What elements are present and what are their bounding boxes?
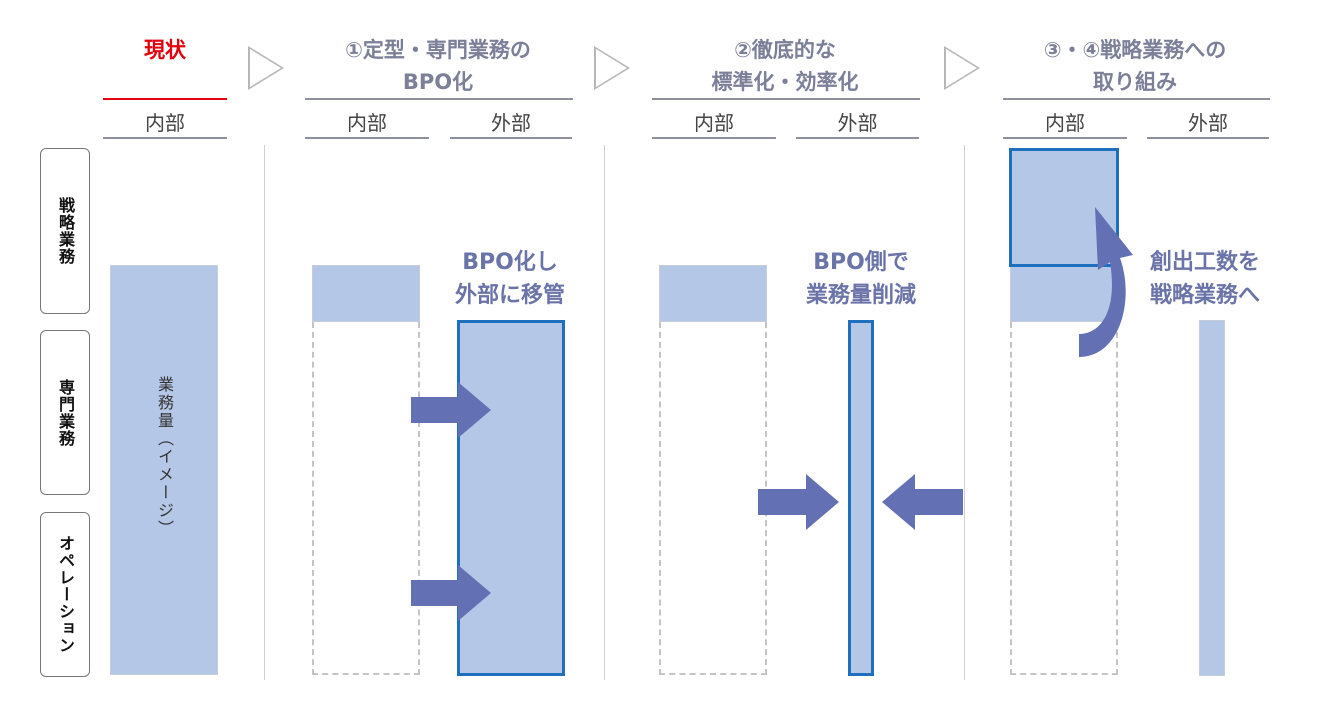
bpo-internal-remaining-block (312, 265, 420, 322)
chevron-right-icon (944, 46, 980, 90)
col-header-external: 外部 (1188, 111, 1228, 135)
stage-title-current: 現状 (144, 38, 186, 62)
strategy-internal-outline (1010, 322, 1118, 675)
bpo-reduce-note: BPO側で 業務量削減 (776, 246, 946, 312)
stage-underline-standardize (652, 98, 920, 100)
row-label-operation: オペレーション (40, 512, 90, 677)
stage-underline-current (103, 98, 227, 100)
stage-title-standardize: ②徹底的な 標準化・効率化 (650, 34, 920, 98)
stage-title-strategy-line1: ③・④戦略業務への (1043, 38, 1227, 62)
col-header-internal: 内部 (694, 111, 734, 135)
standardize-external-block (848, 320, 874, 676)
current-volume-block (110, 265, 218, 675)
row-label-strategy: 戦略業務 (40, 148, 90, 314)
col-header-line (652, 137, 776, 139)
col-header-internal: 内部 (1045, 111, 1085, 135)
stage-title-strategy-line2: 取り組み (1093, 70, 1177, 94)
strategy-note: 創出工数を 戦略業務へ (1125, 246, 1285, 312)
bpo-internal-moved-outline (312, 322, 420, 675)
arrow-right-icon (758, 474, 839, 530)
arrow-right-icon (411, 382, 491, 438)
curved-arrow-up-icon (1079, 207, 1133, 357)
col-header-external: 外部 (491, 111, 531, 135)
bpo-move-note: BPO化し 外部に移管 (425, 246, 595, 312)
volume-label: 業務量（イメージ） (155, 376, 174, 538)
standardize-internal-block (659, 265, 767, 322)
bpo-move-note-line2: 外部に移管 (454, 283, 565, 308)
strategy-note-line1: 創出工数を (1149, 250, 1260, 275)
chevron-right-icon (248, 46, 284, 90)
stage-title-standardize-line1: ②徹底的な (734, 38, 836, 62)
col-header-internal: 内部 (347, 111, 387, 135)
stage-divider (264, 145, 265, 680)
col-header-line (305, 137, 429, 139)
col-header-line (1147, 137, 1269, 139)
row-label-specialist: 専門業務 (40, 330, 90, 495)
arrow-left-icon (882, 474, 963, 530)
stage-underline-bpo (305, 98, 573, 100)
stage-title-strategy: ③・④戦略業務への 取り組み (1000, 34, 1270, 98)
bpo-external-block (457, 320, 565, 676)
col-header-external: 外部 (837, 111, 878, 135)
col-header-line (103, 137, 227, 139)
stage-title-bpo-line1: ①定型・専門業務の (345, 38, 531, 62)
col-header-line (1003, 137, 1127, 139)
stage-underline-strategy (1003, 98, 1270, 100)
bpo-reduce-note-line1: BPO側で (813, 250, 909, 275)
col-header-internal: 内部 (145, 111, 185, 135)
col-header-line (796, 137, 919, 139)
arrow-right-icon (411, 565, 491, 621)
col-header-line (450, 137, 572, 139)
bpo-reduce-note-line2: 業務量削減 (805, 283, 916, 308)
strategy-external-block (1199, 320, 1225, 676)
stage-divider (604, 145, 605, 680)
stage-title-bpo: ①定型・専門業務の BPO化 (303, 34, 573, 98)
bpo-move-note-line1: BPO化し (462, 250, 558, 275)
chevron-right-icon (594, 46, 630, 90)
strategy-note-line2: 戦略業務へ (1149, 283, 1260, 308)
stage-divider (964, 145, 965, 680)
stage-title-bpo-line2: BPO化 (402, 70, 474, 94)
stage-title-standardize-line2: 標準化・効率化 (711, 70, 859, 94)
